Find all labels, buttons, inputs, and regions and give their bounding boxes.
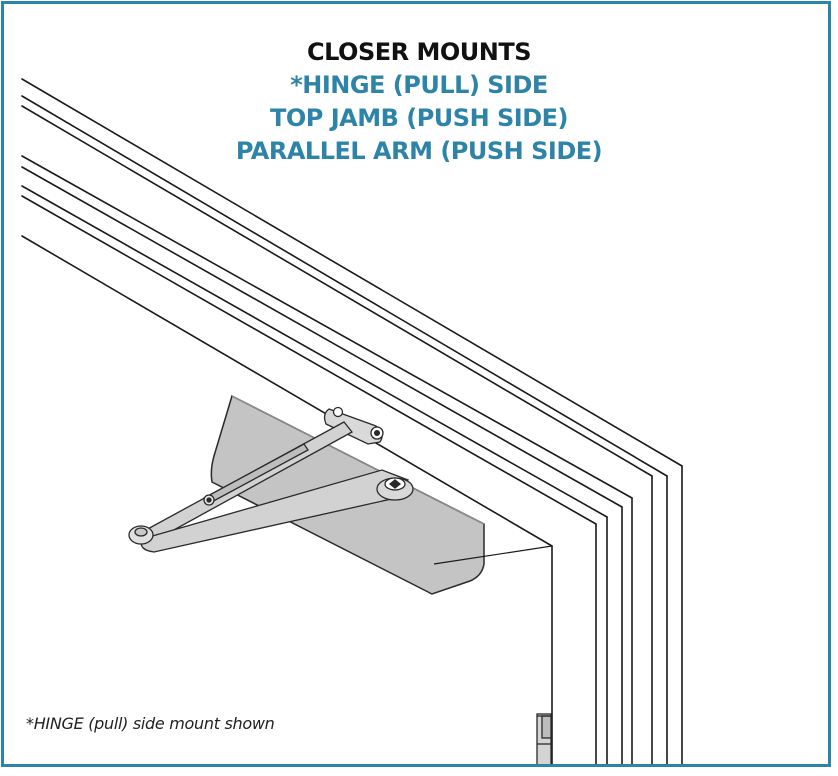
pinion-cap [376,477,414,501]
door-closer-illustration [21,78,683,764]
figure-caption: *HINGE (pull) side mount shown [26,714,275,733]
mount-option-parallel-arm: PARALLEL ARM (PUSH SIDE) [235,137,603,165]
door-frame-header [21,78,683,547]
page-title: CLOSER MOUNTS [307,38,531,66]
forearm [143,421,353,543]
diagram-frame: CLOSER MOUNTS *HINGE (PULL) SIDE TOP JAM… [1,1,831,767]
mount-option-top-jamb: TOP JAMB (PUSH SIDE) [269,104,569,132]
elbow-joint [128,525,154,545]
mount-option-hinge: *HINGE (PULL) SIDE [290,71,548,99]
door-frame-jamb [551,465,683,764]
title-block: CLOSER MOUNTS *HINGE (PULL) SIDE TOP JAM… [4,36,828,168]
door-edge-line [433,545,553,565]
arm-shoe [323,406,384,445]
hinge [536,713,552,764]
